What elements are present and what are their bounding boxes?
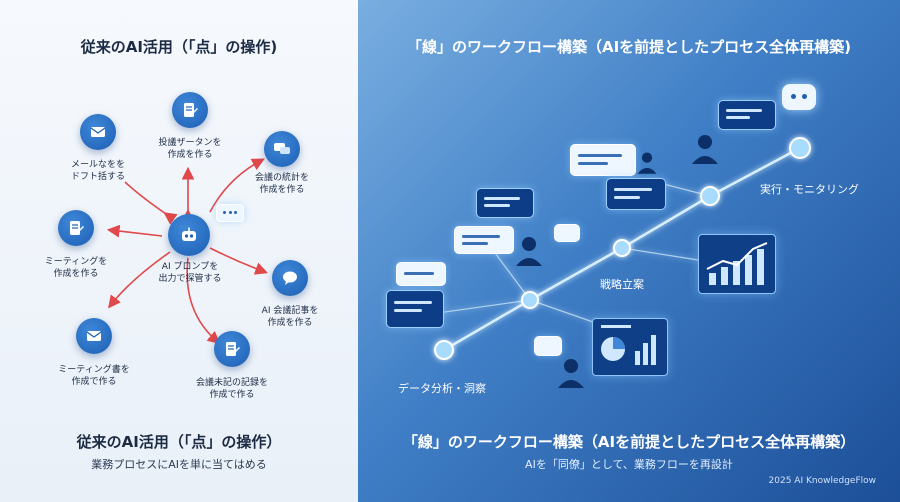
flow-node: [789, 137, 811, 159]
node-label: メールなををドフト括する: [70, 160, 126, 182]
mail-icon: [86, 331, 102, 341]
mail-icon: [90, 127, 106, 137]
node-meeting: [58, 210, 94, 246]
bar-chart-icon: [706, 242, 768, 285]
node-label: 会議未記の記録を作成で作る: [195, 378, 269, 400]
document-edit-icon: [226, 342, 240, 356]
chat-bubble-icon: [476, 188, 534, 218]
stage-label: データ分析・洞察: [398, 382, 486, 395]
right-bottom-title: 「線」のワークフロー構築（AIを前提としたプロセス全体再構築）: [402, 433, 856, 451]
left-title: 従来のAI活用（「点」の操作): [80, 38, 278, 56]
flow-node: [434, 340, 454, 360]
spoke-arrows: [106, 158, 269, 345]
node-label: AI 会議記事を作成を作る: [261, 306, 319, 328]
chat-bubble-icon: [283, 271, 297, 285]
center-label: AI プロンプを出力で探管する: [158, 262, 222, 284]
chat-bubble-icon: [396, 262, 446, 286]
node-label: 会議の統計を作成を作る: [254, 173, 310, 195]
left-subtitle: 業務プロセスにAIを単に当てはめる: [91, 458, 267, 471]
node-post-draft: [172, 92, 208, 128]
person-icon: [692, 135, 718, 164]
person-icon: [637, 152, 657, 174]
copyright: 2025 AI KnowledgeFlow: [768, 476, 876, 486]
document-edit-icon: [70, 221, 84, 235]
node-label: ミーティングを作成を作る: [44, 257, 108, 279]
person-icon: [558, 359, 584, 388]
chat-bubble-icon: [534, 336, 562, 356]
chat-bubble-icon: [718, 100, 776, 130]
node-meeting-notes: [214, 331, 250, 367]
document-edit-icon: [184, 103, 198, 117]
node-label: 投議ザータンを作成を作る: [158, 138, 222, 160]
flow-node: [521, 291, 539, 309]
chat-bubble-icon: [454, 226, 514, 254]
right-title: 「線」のワークフロー構築（AIを前提としたプロセス全体再構築): [406, 38, 852, 56]
ai-center-node: [168, 214, 210, 256]
node-ai-minutes: [272, 260, 308, 296]
right-panel: データ分析・洞察 戦略立案 実行・モニタリング: [358, 0, 900, 502]
right-subtitle: AIを「同僚」として、業務フローを再設計: [525, 458, 733, 471]
flow-node: [613, 239, 631, 257]
stage-label: 戦略立案: [600, 278, 644, 291]
robot-icon: [182, 227, 196, 241]
node-meeting-stats: [264, 131, 300, 167]
chat-bubble-icon: [554, 224, 580, 242]
robot-icon: [782, 84, 816, 110]
chat-bubble-icon: [606, 178, 666, 210]
left-bottom-title: 従来のAI活用（「点」の操作）: [76, 433, 282, 451]
node-email-draft: [80, 114, 116, 150]
chat-icon: [274, 143, 290, 154]
growth-chart-panel: [698, 234, 776, 294]
person-icon: [516, 237, 542, 266]
chat-bubble-icon: [570, 144, 636, 176]
chat-bubble-icon: [216, 204, 244, 222]
pie-chart-icon: [601, 325, 656, 365]
workflow-line: [387, 137, 811, 360]
dashboard-panel: [592, 318, 668, 376]
chat-bubble-icon: [386, 290, 444, 328]
node-meeting-doc: [76, 318, 112, 354]
node-label: ミーティング書を作成で作る: [58, 365, 130, 387]
stage-label: 実行・モニタリング: [760, 183, 859, 196]
flow-node: [700, 186, 720, 206]
